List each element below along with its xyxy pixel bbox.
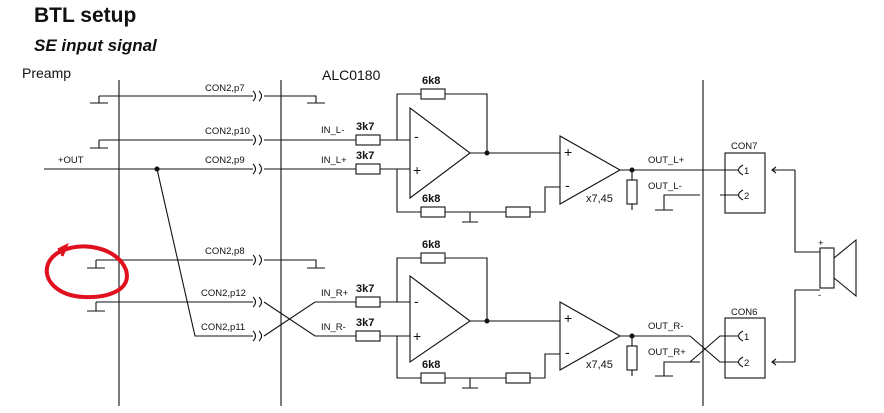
con6-pin-1: 1: [744, 332, 749, 343]
opamp-r2-minus: -: [565, 344, 570, 360]
con7-pin-2: 2: [744, 191, 749, 202]
con6-pins: [737, 330, 744, 368]
opamp-l1: [409, 106, 471, 200]
speaker-plus: +: [818, 238, 824, 249]
connector-p12: [252, 296, 263, 308]
resistor-r-in-plus: [355, 296, 381, 308]
connector-con7: [724, 152, 766, 214]
resistor-l-shunt: [626, 179, 638, 205]
label-r-r-fb-top: 6k8: [422, 239, 440, 251]
connector-p11: [252, 330, 263, 342]
resistor-l-mid: [505, 206, 531, 218]
red-annotation-tick: [57, 242, 69, 257]
opamp-r1-minus: -: [414, 293, 419, 309]
label-out: +OUT: [58, 155, 84, 166]
label-con2-p9: CON2,p9: [205, 155, 245, 166]
wire-cross-b: [689, 335, 738, 363]
label-in-r-minus: IN_R-: [321, 322, 346, 333]
label-gain-l: x7,45: [586, 193, 613, 205]
wire-l-fb-bottom: [396, 169, 560, 213]
label-con2-p8: CON2,p8: [205, 246, 245, 257]
label-chip: ALC0180: [322, 67, 381, 83]
opamp-l2-plus: +: [564, 144, 572, 160]
opamp-r1: [409, 274, 471, 364]
wire-p11: [156, 168, 253, 337]
label-in-l-minus: IN_L-: [321, 125, 344, 136]
con6-pin-2: 2: [744, 358, 749, 369]
con7-pin-1: 1: [744, 166, 749, 177]
wire-in-r-minus: [263, 301, 356, 337]
connector-p7: [252, 90, 263, 102]
label-out-r-plus: OUT_R+: [648, 347, 686, 358]
resistor-r-fb-bottom: [420, 372, 446, 384]
label-r-l-fb-bottom: 6k8: [422, 193, 440, 205]
wire-l-fb-top: [396, 93, 560, 154]
label-r-l-in-minus: 3k7: [356, 121, 374, 133]
opamp-r1-plus: +: [413, 328, 421, 344]
wire-p7-gnd: [264, 95, 325, 104]
con7-pins: [737, 164, 744, 201]
speaker-magnet: [819, 247, 835, 289]
page-title: BTL setup: [34, 4, 137, 27]
wire-speaker-legs: [794, 170, 820, 362]
opamp-l1-plus: +: [413, 162, 421, 178]
label-con2-p10: CON2,p10: [205, 126, 250, 137]
wire-p10: [90, 139, 253, 149]
resistor-r-fb-top: [420, 252, 446, 264]
opamp-r2-plus: +: [564, 310, 572, 326]
wire-p8-gnd: [264, 259, 325, 269]
red-annotation-circle: [44, 244, 129, 300]
label-r-r-fb-bottom: 6k8: [422, 359, 440, 371]
gnd-r: [462, 378, 478, 389]
wire-r-fb-top: [396, 257, 560, 322]
resistor-l-fb-bottom: [420, 206, 446, 218]
label-out-r-minus: OUT_R-: [648, 321, 683, 332]
opamp-l2: [559, 135, 622, 205]
resistor-l-in-minus: [355, 134, 381, 146]
wire-speaker: [773, 169, 795, 363]
resistor-l-fb-top: [420, 88, 446, 100]
label-out-l-minus: OUT_L-: [648, 181, 682, 192]
wire-cross-a: [689, 335, 738, 363]
resistor-r-mid: [505, 372, 531, 384]
wire-out-r-plus: [655, 361, 690, 377]
label-con2-p7: CON2,p7: [205, 83, 245, 94]
gnd-l: [462, 212, 478, 223]
wire-r-opamp-in: [380, 301, 410, 337]
label-in-r-plus: IN_R+: [321, 288, 349, 299]
label-r-r-in-minus: 3k7: [356, 317, 374, 329]
page-subtitle: SE input signal: [34, 36, 157, 55]
label-con2-p11: CON2,p11: [201, 322, 245, 333]
speaker-minus: -: [818, 290, 821, 301]
wire-in-r-plus: [263, 301, 356, 337]
label-con6: CON6: [731, 307, 757, 318]
wire-p7: [90, 95, 253, 104]
resistor-r-shunt: [626, 345, 638, 371]
connector-con6: [724, 317, 766, 379]
connector-p10: [252, 134, 263, 146]
speaker-cone: [833, 238, 857, 298]
wire-r-fb-bottom: [396, 336, 560, 379]
label-in-l-plus: IN_L+: [321, 155, 347, 166]
wire-out-l-minus: [655, 194, 700, 211]
opamp-l1-minus: -: [414, 128, 419, 144]
resistor-r-in-minus: [355, 330, 381, 342]
opamp-l2-minus: -: [565, 177, 570, 193]
label-con7: CON7: [731, 141, 757, 152]
label-out-l-plus: OUT_L+: [648, 155, 685, 166]
opamp-r2: [559, 301, 622, 371]
wire-l-opamp-in: [380, 139, 410, 170]
label-preamp: Preamp: [22, 65, 71, 81]
wire-p8: [87, 259, 253, 269]
label-gain-r: x7,45: [586, 359, 613, 371]
connector-p9: [252, 163, 263, 175]
connector-p8: [252, 254, 263, 266]
wire-p12: [87, 301, 253, 312]
label-r-r-in-plus: 3k7: [356, 283, 374, 295]
label-r-l-fb-top: 6k8: [422, 75, 440, 87]
resistor-l-in-plus: [355, 163, 381, 175]
label-r-l-in-plus: 3k7: [356, 150, 374, 162]
label-con2-p12: CON2,p12: [201, 288, 246, 299]
